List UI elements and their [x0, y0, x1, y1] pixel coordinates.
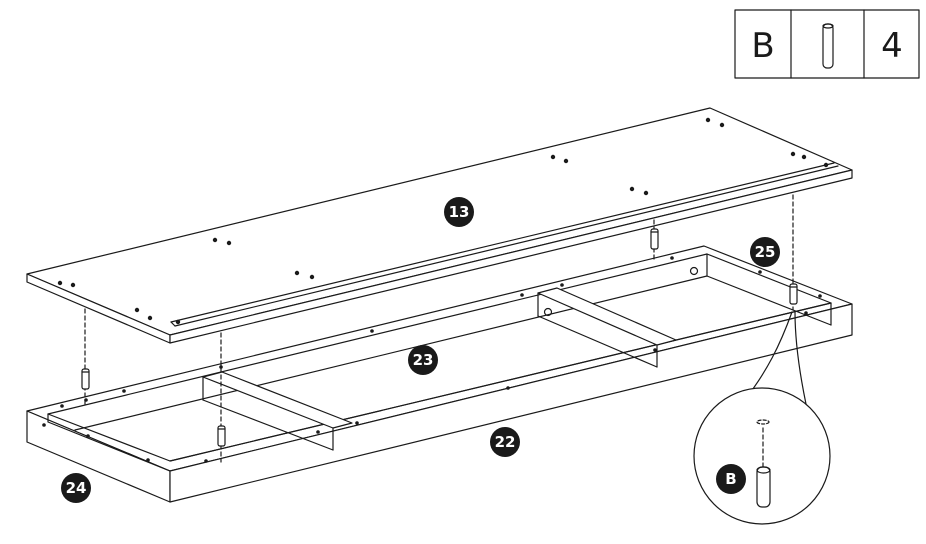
- dowel-icon: [81, 368, 90, 390]
- legend-part-letter: B: [751, 26, 774, 66]
- dowel-icon: [756, 466, 771, 508]
- dowel-icon: [822, 23, 834, 69]
- dowel-icon: [789, 283, 798, 305]
- part-badge-24: 24: [61, 473, 91, 503]
- part-number-label: 22: [495, 433, 516, 451]
- detail-badge: B: [716, 464, 746, 494]
- part-number-label: 23: [413, 351, 434, 369]
- part-badge-13: 13: [444, 197, 474, 227]
- part-number-label: 13: [449, 203, 470, 221]
- dowel-icon: [217, 425, 226, 447]
- part-badge-23: 23: [408, 345, 438, 375]
- parts-legend: [734, 9, 920, 79]
- part-badge-25: 25: [750, 237, 780, 267]
- base-frame: [26, 245, 853, 503]
- part-number-label: 25: [755, 243, 776, 261]
- detail-label: B: [725, 470, 736, 488]
- part-number-label: 24: [66, 479, 87, 497]
- dowel-icon: [650, 228, 659, 250]
- part-badge-22: 22: [490, 427, 520, 457]
- legend-quantity: 4: [881, 26, 903, 66]
- top-panel: [26, 107, 853, 344]
